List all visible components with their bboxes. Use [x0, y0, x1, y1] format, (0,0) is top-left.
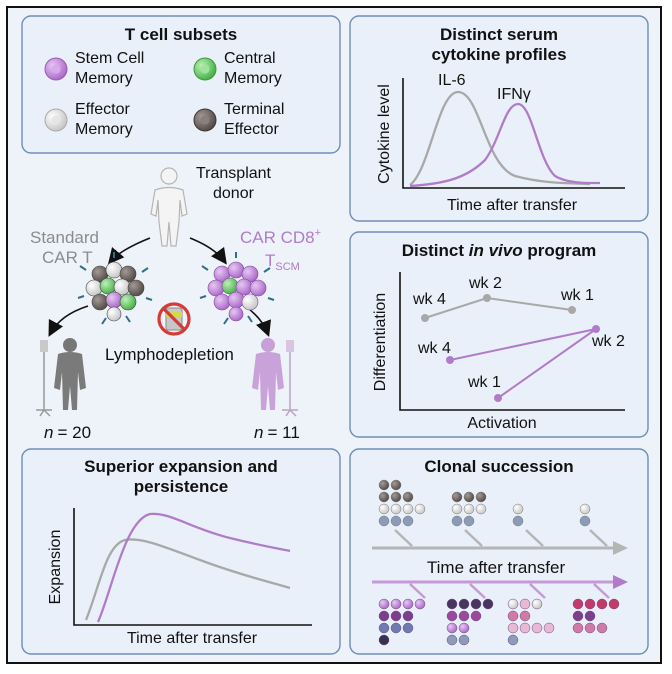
- svg-text:TSCM: TSCM: [265, 251, 300, 273]
- expansion-panel: Superior expansion and persistence Expan…: [21, 448, 341, 655]
- il6-curve: [409, 90, 591, 186]
- program-xlabel: Activation: [467, 415, 536, 432]
- standard-clone-groups: [378, 479, 591, 527]
- svg-text:persistence: persistence: [134, 477, 229, 496]
- cytokine-ylabel: Cytokine level: [376, 84, 393, 184]
- program-ylabel: Differentiation: [372, 293, 389, 391]
- svg-text:Effector: Effector: [75, 101, 131, 118]
- program-panel: Distinct in vivo program Differentiation…: [349, 231, 649, 438]
- car-tscm-cluster-icon: [199, 252, 275, 325]
- svg-text:Superior expansion and: Superior expansion and: [84, 457, 278, 476]
- expansion-xlabel: Time after transfer: [127, 630, 258, 647]
- svg-text:Central: Central: [224, 50, 276, 67]
- svg-text:CAR CD8+: CAR CD8+: [240, 227, 321, 247]
- standard-car-t-cluster-icon: [77, 252, 153, 325]
- svg-text:Stem Cell: Stem Cell: [75, 50, 144, 67]
- ifng-label: IFNγ: [497, 86, 531, 103]
- tscm-point-wk4: [446, 356, 454, 364]
- il6-label: IL-6: [438, 72, 466, 89]
- tscm-clone-groups: [378, 598, 620, 646]
- legend-stem-cell-memory: Stem Cell Memory: [44, 50, 144, 87]
- standard-point-wk2: [483, 294, 491, 302]
- cytokine-panel: Distinct serum cytokine profiles Cytokin…: [349, 15, 649, 222]
- ifng-curve: [409, 102, 601, 188]
- expansion-ylabel: Expansion: [47, 530, 64, 605]
- svg-text:cytokine profiles: cytokine profiles: [431, 45, 566, 64]
- svg-text:wk 1: wk 1: [560, 287, 594, 304]
- standard-expansion-curve: [84, 538, 291, 621]
- svg-text:Memory: Memory: [75, 70, 133, 87]
- tscm-point-wk2: [592, 325, 600, 333]
- lymphodepletion-label: Lymphodepletion: [105, 345, 234, 364]
- cytokine-axes: [402, 78, 625, 189]
- expansion-axes: [73, 508, 312, 626]
- svg-text:Terminal: Terminal: [224, 101, 284, 118]
- svg-text:Distinct serum: Distinct serum: [440, 25, 558, 44]
- svg-text:n= 20: n= 20: [44, 423, 91, 442]
- center-illustration: Transplant donor Standard CAR T CAR CD8+…: [30, 165, 321, 442]
- svg-text:Transplant: Transplant: [196, 165, 272, 182]
- svg-text:donor: donor: [213, 185, 255, 202]
- svg-text:wk 4: wk 4: [412, 291, 446, 308]
- patient-car-tscm-icon: [252, 338, 298, 417]
- donor-figure-icon: [150, 167, 188, 247]
- subsets-title: T cell subsets: [125, 25, 237, 44]
- subsets-panel: T cell subsets Stem Cell Memory Central …: [21, 15, 341, 154]
- standard-point-wk1: [568, 306, 576, 314]
- standard-point-wk4: [421, 314, 429, 322]
- clonal-panel: Clonal succession Time after transfer: [349, 448, 649, 655]
- legend-effector-memory: Effector Memory: [44, 101, 133, 138]
- clonal-xlabel: Time after transfer: [427, 558, 566, 577]
- lymphodepletion-icon: [157, 302, 191, 336]
- tscm-point-wk1: [494, 394, 502, 402]
- patient-standard-icon: [36, 338, 86, 417]
- svg-text:n= 11: n= 11: [254, 423, 300, 442]
- svg-text:Memory: Memory: [224, 70, 282, 87]
- svg-text:wk 2: wk 2: [468, 275, 502, 292]
- svg-text:wk 1: wk 1: [467, 374, 501, 391]
- svg-text:CAR T: CAR T: [42, 248, 93, 267]
- svg-text:Standard: Standard: [30, 228, 99, 247]
- cytokine-xlabel: Time after transfer: [447, 197, 578, 214]
- legend-terminal-effector: Terminal Effector: [193, 101, 284, 138]
- svg-text:wk 2: wk 2: [591, 333, 625, 350]
- program-axes: [399, 272, 625, 411]
- svg-text:Effector: Effector: [224, 121, 280, 138]
- svg-text:Clonal succession: Clonal succession: [424, 457, 573, 476]
- svg-text:Memory: Memory: [75, 121, 133, 138]
- legend-central-memory: Central Memory: [193, 50, 282, 87]
- svg-text:wk 4: wk 4: [417, 340, 451, 357]
- tscm-expansion-curve: [96, 512, 291, 623]
- program-title: Distinct in vivo program: [402, 241, 597, 260]
